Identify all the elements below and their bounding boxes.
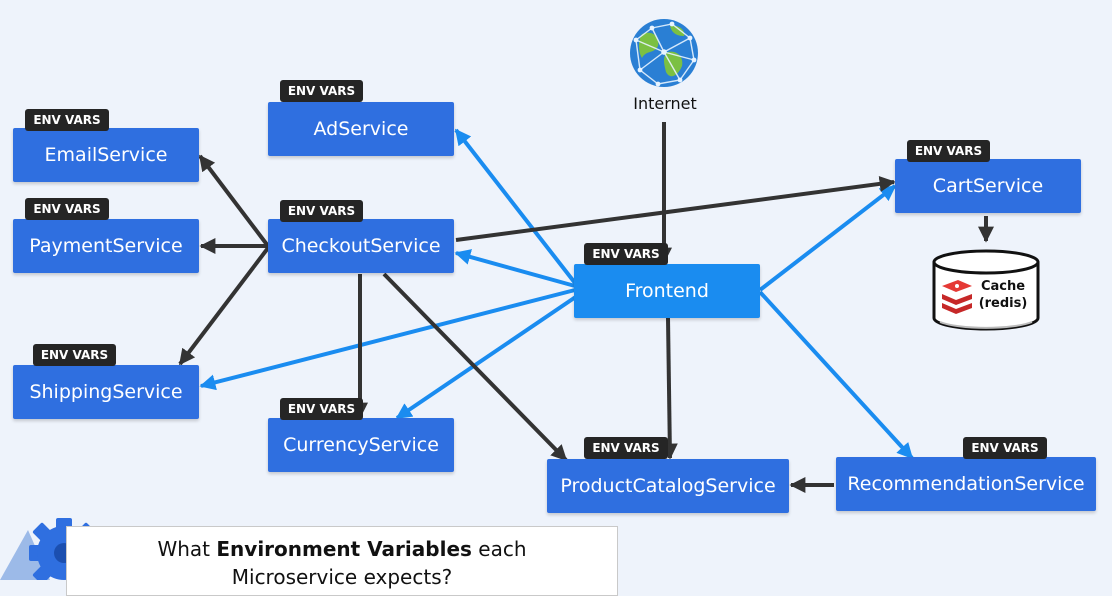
arrow-frontend-ad: [454, 128, 577, 285]
recommendationservice-box[interactable]: RecommendationService: [836, 457, 1096, 511]
currencyservice-box[interactable]: CurrencyService: [268, 418, 454, 472]
env-vars-tag-adservice: ENV VARS: [280, 80, 363, 102]
cache-label-line1: Cache: [980, 279, 1026, 294]
internet-label: Internet: [633, 94, 697, 113]
cartservice-box[interactable]: CartService: [895, 159, 1081, 213]
arrow-frontend-cart: [758, 184, 897, 292]
arrow-frontend-shipping: [199, 288, 576, 391]
productcatalogservice-box[interactable]: ProductCatalogService: [547, 459, 789, 513]
arrow-checkout-cart: [455, 175, 896, 242]
architecture-diagram: [0, 19, 1040, 580]
env-vars-tag-recommendationservice: ENV VARS: [963, 437, 1047, 459]
question-callout: What Environment Variables each Microser…: [66, 526, 618, 596]
arrow-frontend-recommendation: [758, 290, 914, 460]
emailservice-box[interactable]: EmailService: [13, 128, 199, 182]
arrow-checkout-productcatalog: [382, 272, 568, 462]
env-vars-tag-productcatalogservice: ENV VARS: [584, 437, 668, 459]
arrow-checkout-shipping: [178, 246, 270, 366]
question-suffix: each: [471, 537, 527, 561]
question-prefix: What: [157, 537, 217, 561]
checkoutservice-label: CheckoutService: [281, 235, 441, 257]
emailservice-label: EmailService: [44, 144, 168, 166]
env-vars-tag-checkoutservice: ENV VARS: [280, 200, 363, 222]
paymentservice-box[interactable]: PaymentService: [13, 219, 199, 273]
env-vars-tag-currencyservice: ENV VARS: [280, 398, 363, 420]
shippingservice-label: ShippingService: [29, 381, 183, 403]
question-line1: What Environment Variables each: [67, 535, 617, 563]
cache-label: Cache (redis): [972, 278, 1034, 312]
recommendationservice-label: RecommendationService: [847, 473, 1085, 495]
env-vars-tag-shippingservice: ENV VARS: [33, 344, 116, 366]
arrow-frontend-productcatalog: [661, 317, 678, 460]
question-bold: Environment Variables: [216, 537, 472, 561]
adservice-label: AdService: [313, 118, 409, 140]
arrow-frontend-checkout: [454, 249, 576, 288]
env-vars-tag-emailservice: ENV VARS: [25, 109, 109, 131]
arrow-checkout-email: [198, 154, 270, 248]
frontend-box[interactable]: Frontend: [574, 264, 760, 318]
frontend-label: Frontend: [625, 280, 709, 302]
question-line2: Microservice expects?: [231, 565, 453, 589]
shippingservice-box[interactable]: ShippingService: [13, 365, 199, 419]
cache-label-line2: (redis): [978, 296, 1028, 311]
checkoutservice-box[interactable]: CheckoutService: [268, 219, 454, 273]
env-vars-tag-frontend: ENV VARS: [584, 243, 668, 265]
cartservice-label: CartService: [932, 175, 1044, 197]
globe-network-icon: [630, 19, 698, 87]
productcatalogservice-label: ProductCatalogService: [560, 475, 776, 497]
paymentservice-label: PaymentService: [29, 235, 183, 257]
currencyservice-label: CurrencyService: [283, 434, 439, 456]
redis-icon: [942, 280, 972, 314]
env-vars-tag-cartservice: ENV VARS: [907, 140, 990, 162]
arrow-frontend-currency: [395, 292, 582, 420]
adservice-box[interactable]: AdService: [268, 102, 454, 156]
env-vars-tag-paymentservice: ENV VARS: [25, 198, 109, 220]
